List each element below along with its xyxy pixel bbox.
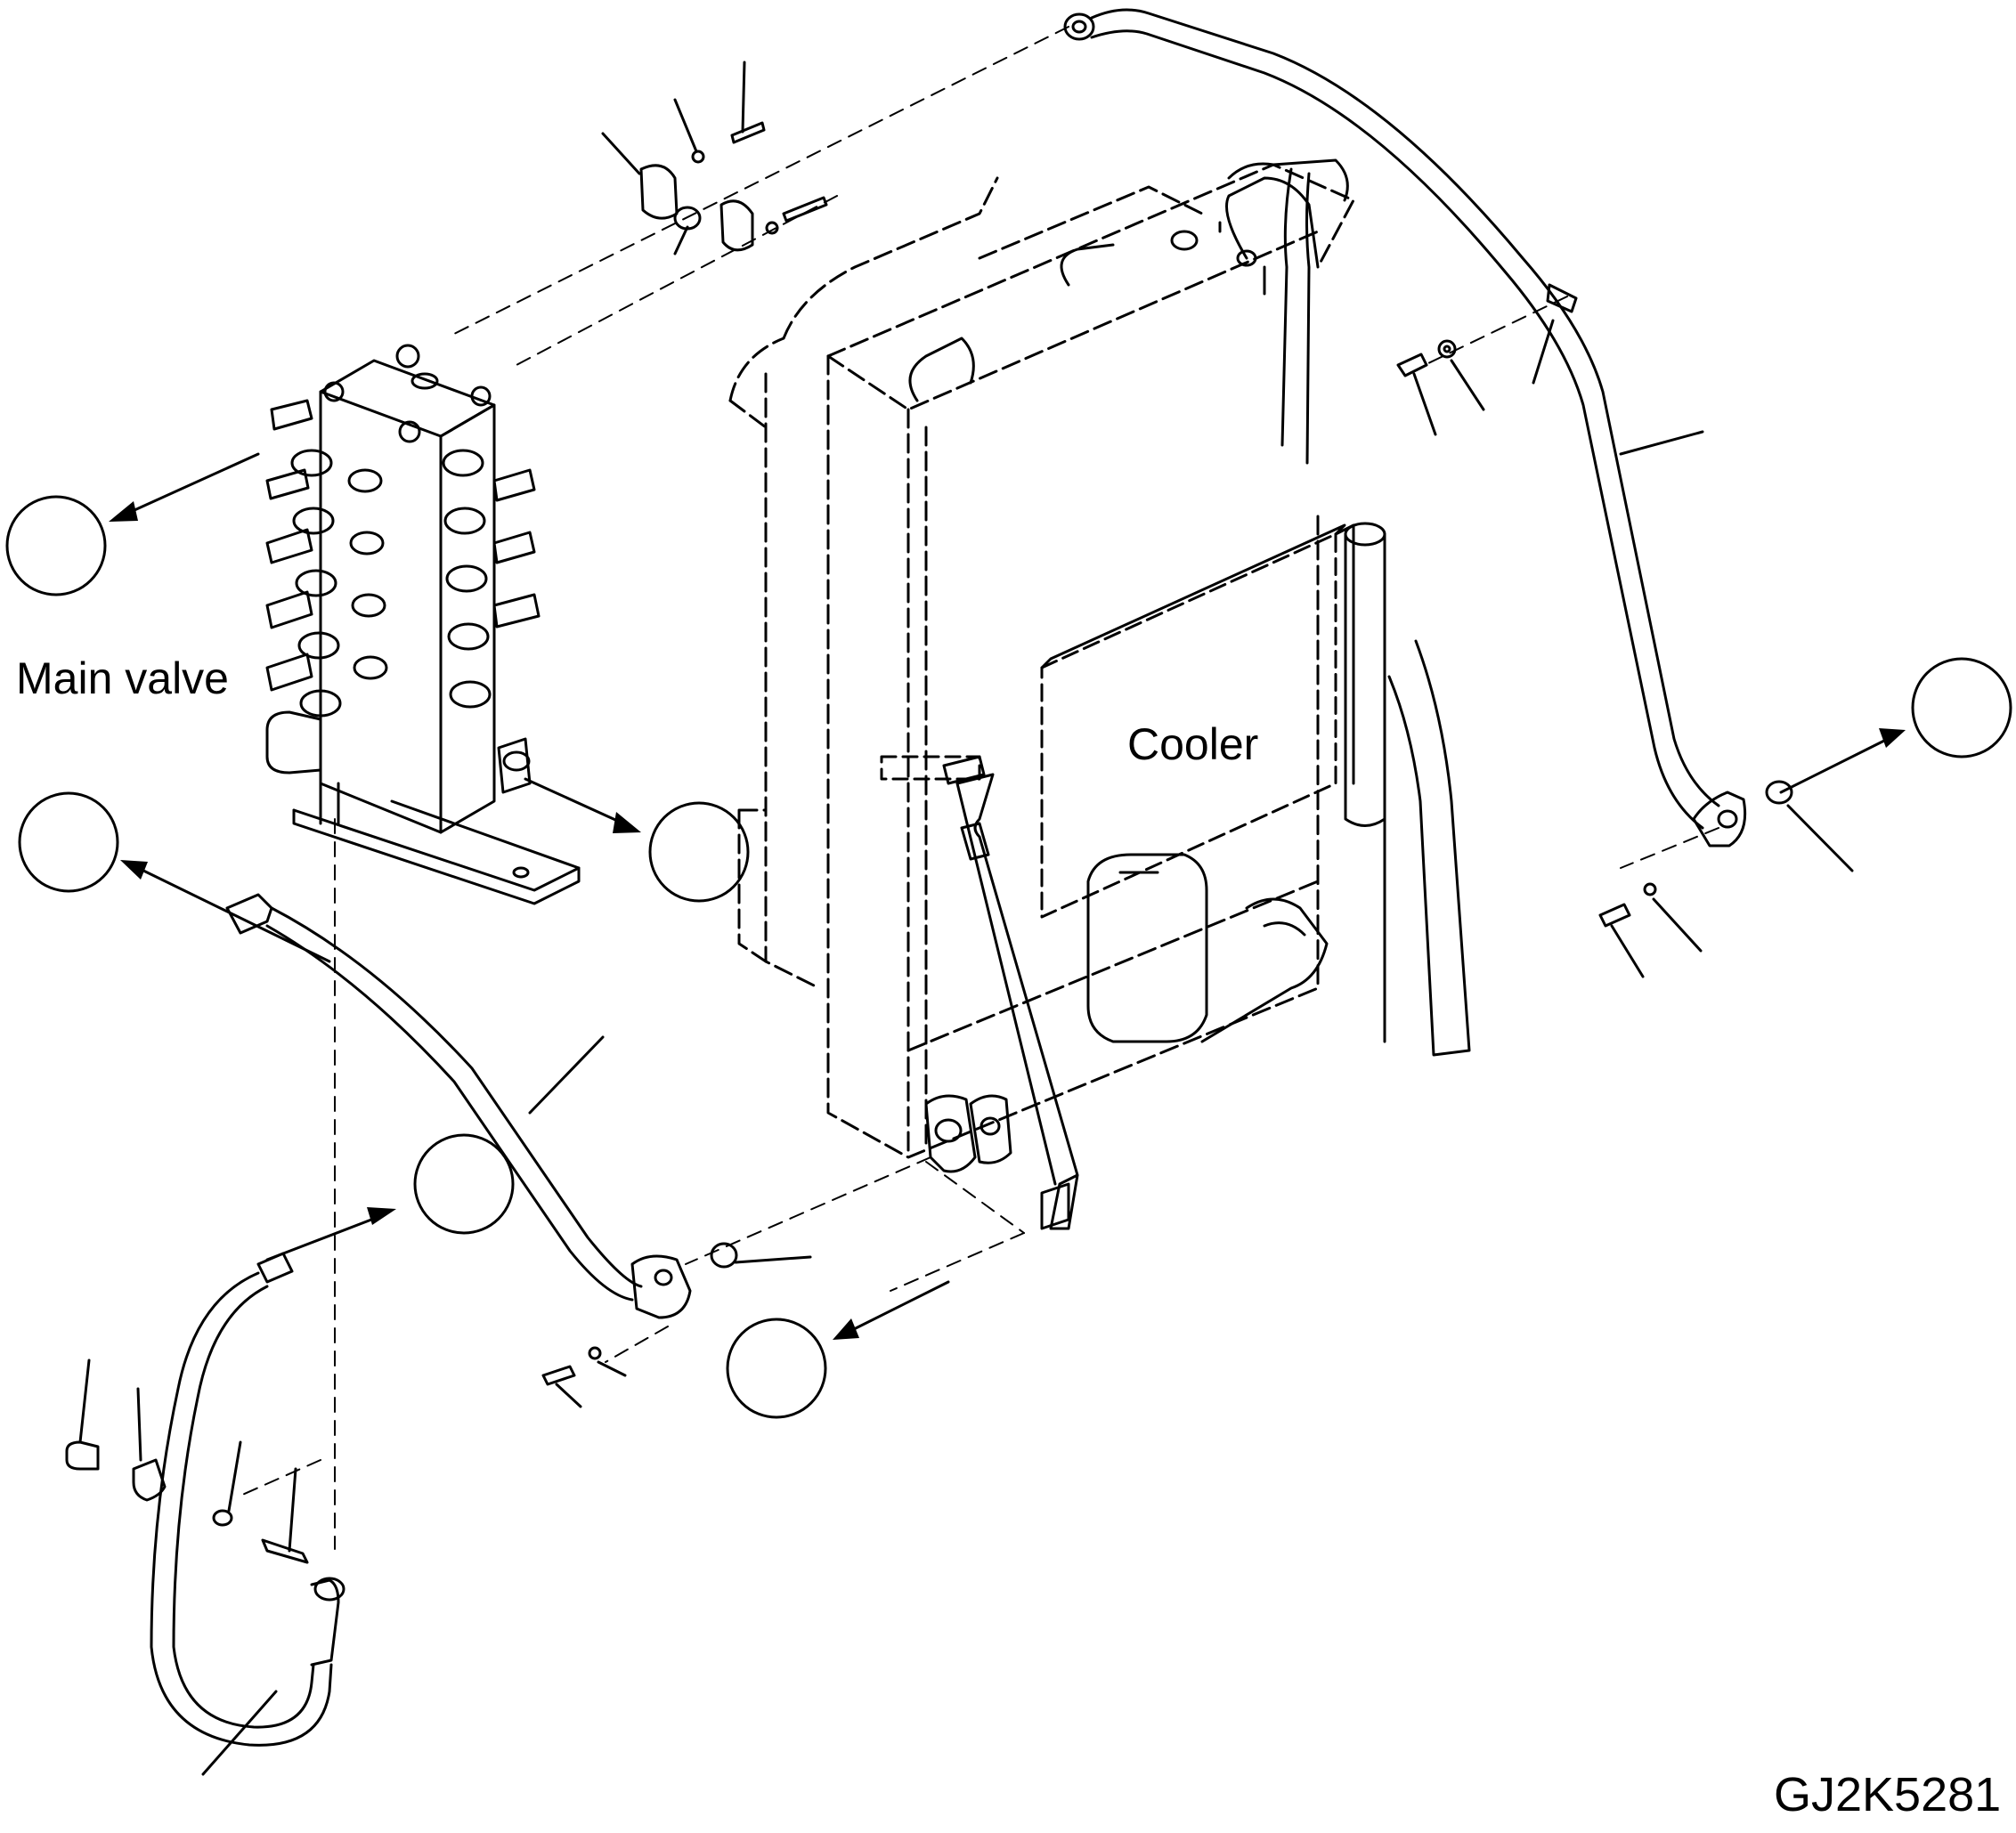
cooler-core <box>1040 522 1471 1057</box>
upper-right-pipe <box>1063 8 1747 848</box>
radiator-top-hoses <box>908 158 1349 465</box>
main-valve-ports <box>265 399 541 794</box>
assembly-dash-lines <box>240 26 1719 1550</box>
bottom-flanges <box>924 1094 1012 1173</box>
main-valve-block <box>265 344 581 905</box>
ref-circle-lower-hose-end <box>18 791 119 893</box>
cooler-label: Cooler <box>1127 719 1259 769</box>
main-valve-label: Main valve <box>16 653 229 703</box>
ref-circle-cooler-bottom <box>726 1318 827 1419</box>
ref-circle-main-valve-port <box>648 801 750 903</box>
center-hose <box>225 893 812 1408</box>
arrows <box>123 452 1890 1333</box>
radiator-frame <box>728 163 1355 1159</box>
arrowheads <box>109 501 1906 1340</box>
ref-circle-center-hose <box>413 1133 515 1235</box>
top-clamp-assembly <box>601 61 828 255</box>
lower-left-hose <box>65 1252 345 1776</box>
right-fasteners <box>1396 339 1854 978</box>
reference-circles <box>5 495 2012 1419</box>
ref-circle-main-valve-left <box>5 495 107 596</box>
side-strut <box>880 755 1079 1230</box>
ref-circle-right-pipe <box>1911 657 2012 758</box>
drawing-code: GJ2K5281 <box>1774 1768 2002 1821</box>
